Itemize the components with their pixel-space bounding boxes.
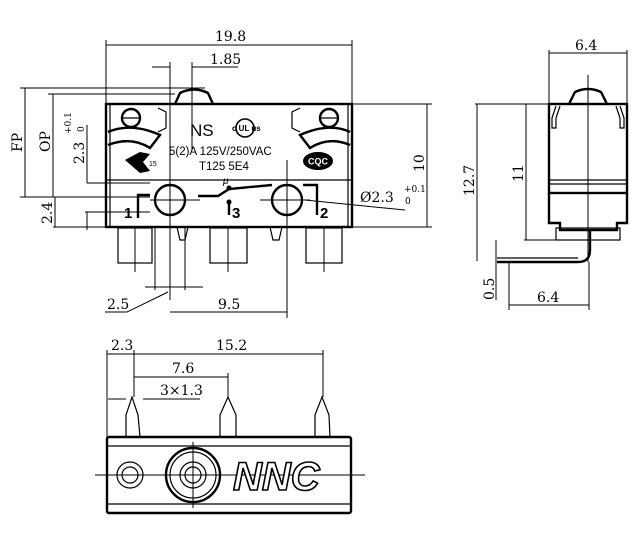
dim-op: OP xyxy=(38,131,54,152)
terminal-2-contact xyxy=(303,183,319,215)
dim-hole-offset: 2.3 xyxy=(72,142,88,164)
ul-mark: c UL us xyxy=(232,118,261,138)
dim-hole-offset-tol-minus: 0 xyxy=(77,126,87,132)
side-dimension-lines xyxy=(475,50,628,310)
terminal-1-label: 1 xyxy=(124,205,132,222)
dim-pin-span: 15.2 xyxy=(216,338,247,354)
dim-overall-width: 19.8 xyxy=(215,29,246,45)
terminal-2-label: 2 xyxy=(320,205,328,222)
side-view: 6.4 12.7 11 0.5 6.4 xyxy=(462,38,629,310)
dim-edge-to-pin: 2.3 xyxy=(111,338,133,354)
dim-lead-length: 6.4 xyxy=(537,290,559,306)
dim-side-width: 6.4 xyxy=(575,38,597,54)
dim-hole-height: 2.4 xyxy=(40,202,56,224)
dim-hole-diameter: Ø2.3 xyxy=(360,190,394,206)
actuator xyxy=(173,88,215,105)
dim-hole-offset-tol-plus: +0.1 xyxy=(64,112,74,134)
svg-text:15: 15 xyxy=(149,161,157,168)
bottom-view: NNC 2.3 15.2 7.6 3×1.3 xyxy=(95,338,365,515)
nnc-logo: NNC xyxy=(233,455,321,499)
dim-pin-width: 2.5 xyxy=(107,297,129,313)
cqc-mark-text: CQC xyxy=(308,157,329,167)
mounting-clip-right xyxy=(291,107,351,150)
contact-spring xyxy=(198,183,273,198)
dim-hole-pitch: 9.5 xyxy=(218,297,240,313)
dimension-lines xyxy=(20,40,432,318)
mounting-clip-left xyxy=(107,107,167,150)
dim-fp: FP xyxy=(10,133,26,152)
cqc-mark: CQC xyxy=(303,152,333,170)
dim-pin-pitch: 7.6 xyxy=(172,361,194,377)
dim-hole-diameter-tol-minus: 0 xyxy=(405,197,411,207)
bottom-dimension-lines xyxy=(106,350,324,437)
pins xyxy=(125,395,331,438)
dim-actuator-offset: 1.85 xyxy=(210,52,241,68)
code-marking: T125 5E4 xyxy=(199,161,249,173)
side-lead xyxy=(497,230,592,264)
rating-marking: 5(2)A 125V/250VAC xyxy=(169,146,272,158)
terminal-pins xyxy=(117,226,343,272)
micro-gap-symbol: μ xyxy=(222,176,229,187)
terminal-3-label: 3 xyxy=(232,205,240,222)
dim-height: 10 xyxy=(412,154,428,172)
dim-lead-thickness: 0.5 xyxy=(482,278,498,300)
dim-side-total-height: 12.7 xyxy=(462,165,478,196)
dim-pin-width-bottom: 3×1.3 xyxy=(160,383,203,399)
series-marking: NS xyxy=(190,121,214,140)
dim-hole-diameter-tol-plus: +0.1 xyxy=(404,185,426,195)
terminal-1-contact xyxy=(136,193,150,218)
switch-body xyxy=(104,102,354,229)
dim-side-body-height: 11 xyxy=(511,164,527,182)
front-view: NS c UL us 5(2)A 125V/250VAC T125 5E4 15… xyxy=(10,29,432,318)
ul-mark-text: c UL us xyxy=(232,124,261,133)
enec-mark: 15 xyxy=(125,152,157,173)
